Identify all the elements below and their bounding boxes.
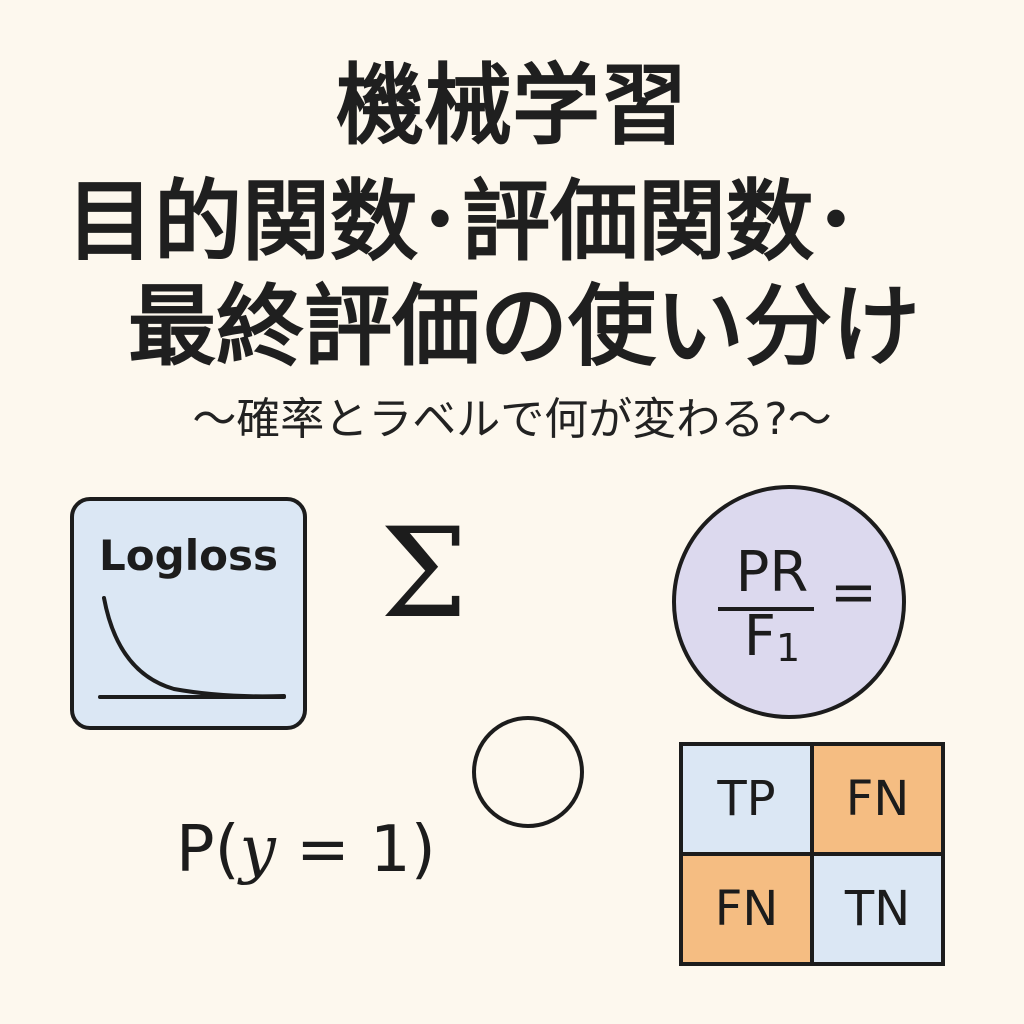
pr-denominator-subscript: 1 — [776, 626, 801, 670]
logloss-label: Logloss — [99, 531, 278, 580]
prob-variable: y — [239, 813, 276, 887]
logloss-card: Logloss — [70, 497, 307, 730]
empty-circle-icon — [472, 716, 584, 828]
pr-denominator-letter: F — [743, 604, 777, 669]
probability-expression: P(y = 1) — [176, 818, 436, 882]
pr-numerator: PR — [735, 540, 809, 605]
logloss-curve-icon — [98, 596, 286, 699]
subtitle: 〜確率とラベルで何が変わる?〜 — [192, 394, 832, 445]
matrix-cell-fn-bottom: FN — [683, 856, 810, 962]
sigma-icon: Σ — [380, 502, 468, 646]
equals-sign: = — [830, 560, 877, 625]
prob-suffix: = 1) — [275, 813, 436, 887]
pr-f1-circle: PR F1 = — [672, 485, 906, 719]
prob-prefix: P( — [176, 813, 240, 887]
matrix-cell-tp: TP — [683, 746, 810, 852]
matrix-cell-tn: TN — [814, 856, 941, 962]
confusion-matrix: TP FN FN TN — [679, 742, 945, 966]
pr-denominator: F1 — [700, 609, 844, 670]
title-line-2: 目的関数･評価関数･ — [66, 170, 859, 273]
title-line-1: 機械学習 — [335, 54, 688, 157]
fraction-bar — [718, 607, 814, 611]
matrix-cell-fn-top: FN — [814, 746, 941, 852]
title-line-3: 最終評価の使い分け — [128, 275, 921, 378]
